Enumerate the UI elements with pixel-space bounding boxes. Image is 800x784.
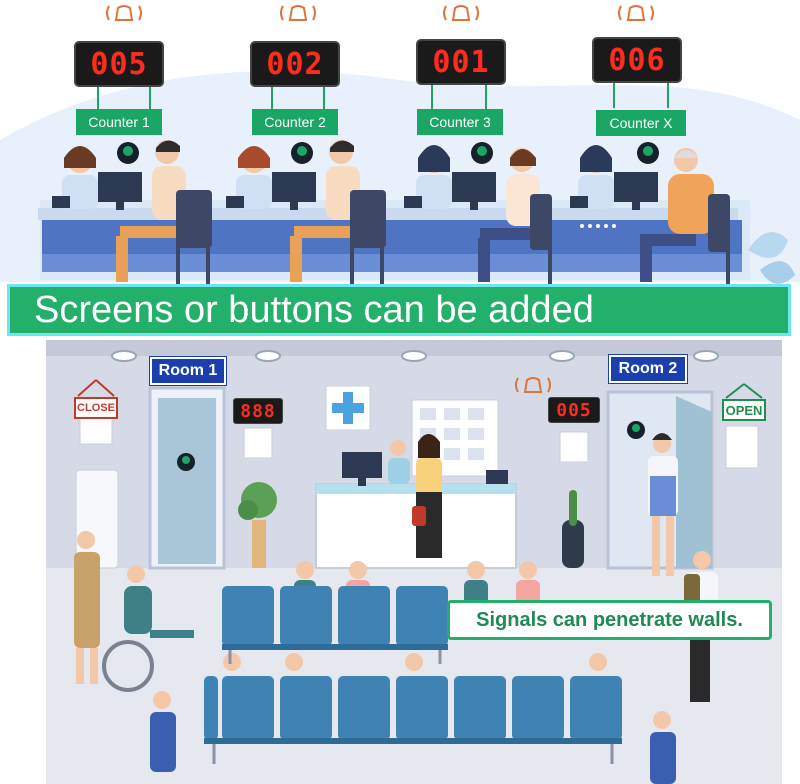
bell-icon (515, 377, 551, 393)
room-1-display: 888 (233, 398, 283, 424)
open-sign: OPEN (722, 399, 766, 421)
counter-x-label: Counter X (596, 110, 686, 136)
feature-banner: Screens or buttons can be added (7, 284, 791, 336)
counter-2-label: Counter 2 (252, 109, 338, 135)
bell-icon (106, 5, 654, 21)
counter-3-display: 001 (416, 39, 506, 85)
counter-x-display: 006 (592, 37, 682, 83)
room-1-label: Room 1 (150, 357, 226, 385)
signal-callout: Signals can penetrate walls. (447, 600, 772, 640)
room-2-label: Room 2 (609, 355, 687, 383)
counter-1-display: 005 (74, 41, 164, 87)
close-sign: CLOSE (74, 397, 118, 419)
room-2-display: 005 (548, 397, 600, 423)
counter-2-display: 002 (250, 41, 340, 87)
counter-1-label: Counter 1 (76, 109, 162, 135)
counter-stations (52, 140, 730, 284)
counter-3-label: Counter 3 (417, 109, 503, 135)
